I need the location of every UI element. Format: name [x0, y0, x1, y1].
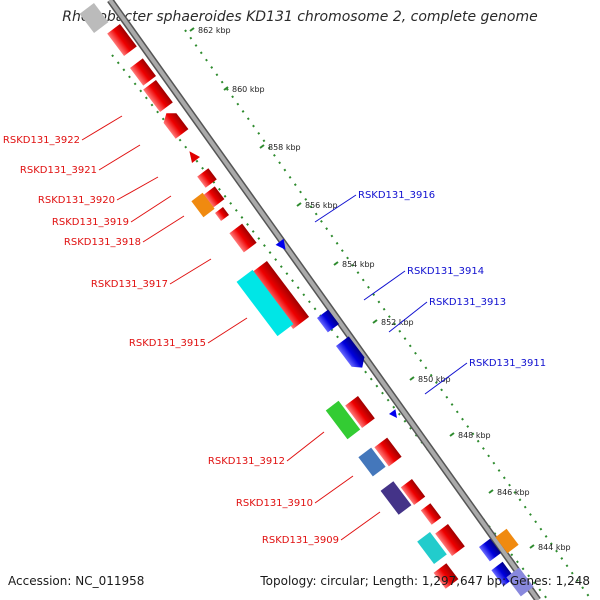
gene-feature: [358, 447, 386, 477]
gene-label-leader: [340, 511, 381, 541]
gene-feature: [236, 269, 294, 337]
gene-label[interactable]: RSKD131_3915: [129, 338, 206, 349]
forward-strand-genes: [275, 238, 534, 597]
kbp-tick-label: 854 kbp: [342, 260, 375, 269]
kbp-tick-label: 844 kbp: [538, 543, 571, 552]
accession-number: Accession: NC_011958: [8, 574, 145, 588]
gene-label[interactable]: RSKD131_3921: [20, 165, 97, 176]
gene-label[interactable]: RSKD131_3919: [52, 217, 129, 228]
kbp-tick-label: 850 kbp: [418, 375, 451, 384]
kbp-tick-mark: [259, 144, 265, 149]
scale-track-outer: [184, 29, 591, 599]
gene-feature: [435, 524, 465, 556]
gene-label-leader: [130, 195, 172, 223]
gene-feature: [203, 186, 225, 208]
kbp-tick-mark: [372, 319, 378, 324]
gene-feature: [417, 532, 447, 564]
gene-label[interactable]: RSKD131_3911: [469, 358, 546, 369]
gene-feature: [316, 309, 340, 333]
kbp-tick-label: 848 kbp: [458, 431, 491, 440]
gene-label[interactable]: RSKD131_3909: [262, 535, 339, 546]
gene-label-leader: [142, 215, 185, 243]
gene-label-leader: [363, 270, 406, 301]
gene-feature: [189, 151, 201, 164]
gene-labels: RSKD131_3922RSKD131_3921RSKD131_3920RSKD…: [3, 115, 546, 546]
gene-feature: [374, 437, 402, 467]
gene-label[interactable]: RSKD131_3914: [407, 266, 484, 277]
kbp-tick-mark: [333, 261, 339, 266]
gene-label-leader: [286, 431, 325, 462]
gene-feature: [214, 206, 230, 222]
kbp-tick-label: 862 kbp: [198, 26, 231, 35]
chromosome-backbone: [107, 0, 541, 600]
gene-label[interactable]: RSKD131_3922: [3, 135, 80, 146]
gene-feature: [380, 481, 412, 515]
gene-label[interactable]: RSKD131_3912: [208, 456, 285, 467]
gene-feature: [129, 58, 157, 86]
gene-label[interactable]: RSKD131_3910: [236, 498, 313, 509]
gene-label[interactable]: RSKD131_3917: [91, 279, 168, 290]
gene-feature: [389, 409, 398, 418]
kbp-tick-mark: [189, 27, 195, 32]
kbp-tick-mark: [223, 86, 229, 91]
kbp-tick-label: 860 kbp: [232, 85, 265, 94]
gene-feature: [495, 528, 519, 554]
gene-feature: [345, 396, 375, 428]
gene-label-leader: [207, 317, 248, 344]
gene-feature: [325, 400, 361, 440]
gene-label-leader: [81, 115, 123, 141]
gene-feature: [107, 24, 137, 56]
gene-label-leader: [169, 258, 212, 285]
gene-label[interactable]: RSKD131_3918: [64, 237, 141, 248]
gene-label-leader: [116, 176, 159, 201]
gene-feature: [433, 563, 459, 589]
gene-label-leader: [98, 144, 141, 171]
kbp-tick-label: 846 kbp: [497, 488, 530, 497]
gene-feature: [400, 479, 426, 505]
kbp-tick-mark: [296, 202, 302, 207]
gene-label[interactable]: RSKD131_3920: [38, 195, 115, 206]
gene-label[interactable]: RSKD131_3916: [358, 190, 435, 201]
kbp-tick-mark: [409, 376, 415, 381]
kbp-scale: 862 kbp 860 kbp 858 kbp 856 kbp 854 kbp 852 k…: [189, 26, 571, 552]
kbp-tick-mark: [449, 432, 455, 437]
gene-feature: [420, 503, 442, 525]
map-title: Rhodobacter sphaeroides KD131 chromosome…: [62, 9, 538, 25]
gene-feature: [191, 192, 215, 218]
kbp-tick-mark: [488, 489, 494, 494]
gene-feature: [506, 567, 534, 597]
kbp-tick-label: 858 kbp: [268, 143, 301, 152]
topology-info: Topology: circular; Length: 1,297,647 bp…: [260, 574, 590, 588]
kbp-tick-label: 856 kbp: [305, 201, 338, 210]
reverse-strand-genes: [79, 3, 465, 589]
gene-feature: [229, 223, 257, 253]
gene-label-leader: [388, 301, 428, 333]
gene-feature: [335, 336, 365, 368]
gene-feature: [79, 3, 109, 33]
gene-feature: [197, 168, 217, 188]
gene-label-leader: [424, 362, 468, 395]
gene-feature: [275, 238, 286, 250]
gene-feature: [143, 80, 173, 112]
gene-feature: [478, 538, 502, 562]
gene-feature: [250, 261, 310, 329]
gene-feature: [163, 113, 189, 139]
kbp-tick-label: 852 kbp: [381, 318, 414, 327]
gene-label-leader: [314, 475, 354, 504]
gene-label[interactable]: RSKD131_3913: [429, 297, 506, 308]
gene-label-leader: [314, 194, 357, 223]
kbp-tick-mark: [529, 544, 535, 549]
